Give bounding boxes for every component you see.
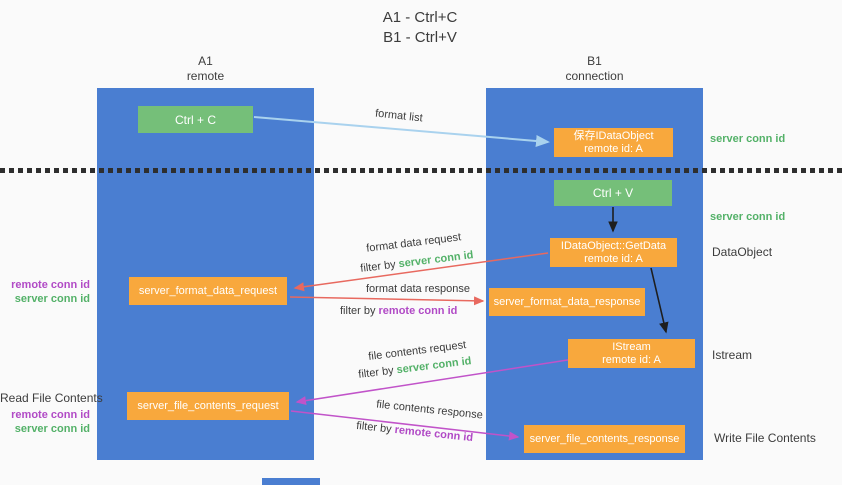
edge-label-file-contents-response: file contents response [375,398,484,422]
node-save-dataobject-line2: remote id: A [584,142,643,155]
filter-by-text: filter by [359,258,400,275]
lane-b-header: B1 connection [486,54,703,84]
lane-b-id: B1 [587,54,602,68]
side-label-write-file-contents: Write File Contents [714,431,816,445]
node-file-request-label: server_file_contents_request [137,399,279,412]
node-file-response-label: server_file_contents_response [529,432,680,445]
side-label-istream: Istream [712,348,753,362]
node-idataobject-getdata: IDataObject::GetData remote id: A [550,238,677,267]
side-label-dataobject: DataObject [712,245,773,259]
node-server-format-data-response: server_format_data_response [489,288,645,316]
edge-label-format-data-response-filter: filter by remote conn id [340,305,457,317]
node-ctrl-v-label: Ctrl + V [592,186,634,200]
lane-b-name: connection [565,69,624,83]
node-getdata-line2: remote id: A [584,252,643,265]
diagram-title: A1 - Ctrl+C B1 - Ctrl+V [330,8,510,48]
node-server-file-contents-response: server_file_contents_response [524,425,685,453]
side-label-remote-conn-id-bottom: remote conn id [11,409,90,421]
lane-a-header: A1 remote [97,54,314,84]
node-istream-line1: IStream [612,340,651,353]
bottom-edge-artifact [262,478,320,485]
remote-conn-id-key: remote conn id [393,423,474,445]
filter-by-text: filter by [340,305,379,317]
dashed-separator-line [0,168,842,173]
side-label-server-conn-id-left-top: server conn id [14,293,90,305]
arrow-format-data-response [289,296,485,306]
node-format-response-label: server_format_data_response [493,295,641,308]
edge-label-file-contents-response-filter: filter by remote conn id [356,420,474,444]
node-istream: IStream remote id: A [568,339,695,368]
node-format-request-label: server_format_data_request [138,284,278,297]
side-label-server-conn-id-mid: server conn id [710,211,786,223]
server-conn-id-key: server conn id [397,249,475,271]
lane-a-name: remote [186,69,225,83]
remote-conn-id-key: remote conn id [378,305,458,317]
edge-label-format-data-response: format data response [366,283,470,295]
node-server-format-data-request: server_format_data_request [129,277,287,305]
side-label-server-conn-id-top: server conn id [710,133,786,145]
node-getdata-line1: IDataObject::GetData [560,239,667,252]
edge-label-format-list: format list [374,107,424,125]
side-label-remote-conn-id-top: remote conn id [11,279,90,291]
side-label-read-file-contents: Read File Contents [0,391,103,405]
node-server-file-contents-request: server_file_contents_request [127,392,289,420]
lane-a-id: A1 [198,54,213,68]
node-ctrl-c: Ctrl + C [138,106,253,133]
title-line-a: A1 - Ctrl+C [382,9,458,26]
side-label-server-conn-id-left-bottom: server conn id [14,423,90,435]
server-conn-id-key: server conn id [395,355,473,377]
filter-by-text: filter by [357,364,398,381]
title-line-b: B1 - Ctrl+V [383,29,457,46]
node-save-dataobject-line1: 保存IDataObject [573,129,654,142]
node-save-dataobject: 保存IDataObject remote id: A [554,128,673,157]
node-ctrl-c-label: Ctrl + C [174,112,216,127]
node-ctrl-v: Ctrl + V [554,180,672,206]
filter-by-text: filter by [355,419,396,436]
node-istream-line2: remote id: A [602,353,661,366]
